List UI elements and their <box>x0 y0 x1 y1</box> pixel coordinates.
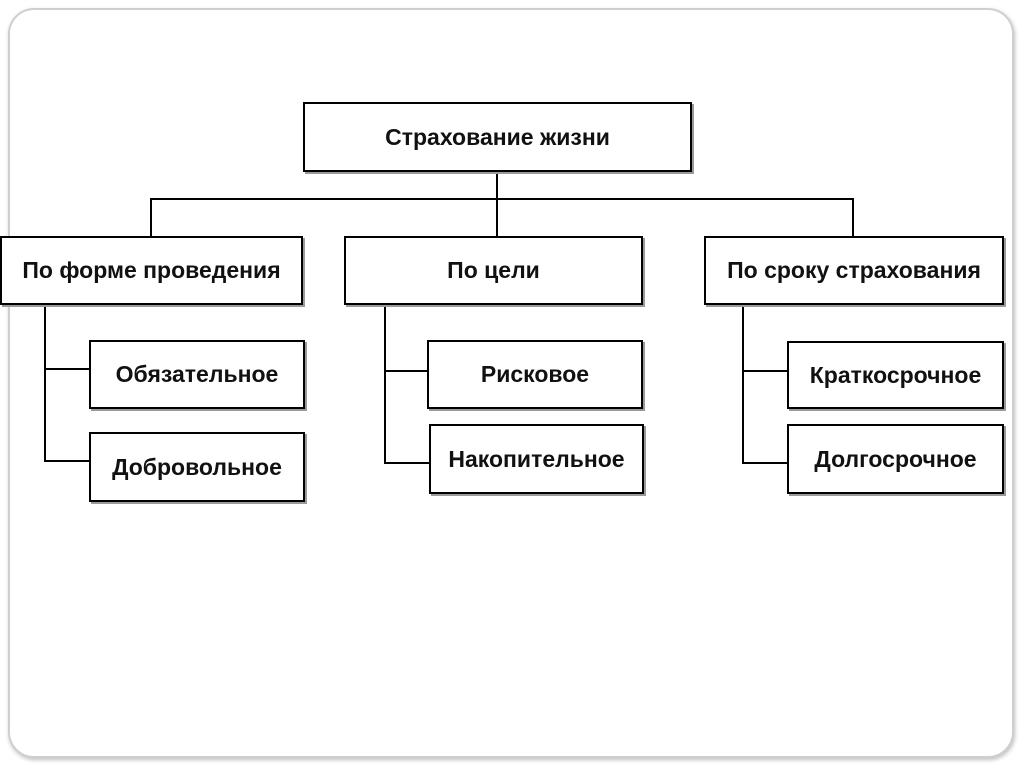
child-node-voluntary: Добровольное <box>89 432 305 502</box>
category-node-goal: По цели <box>344 236 643 305</box>
category-node-term-label: По сроку страхования <box>727 257 981 283</box>
category-3-drop-line <box>852 198 854 236</box>
child-node-risk: Рисковое <box>427 340 643 409</box>
child-node-mandatory: Обязательное <box>89 340 305 409</box>
category-node-form: По форме проведения <box>0 236 303 305</box>
child-2-2-connector <box>384 462 430 464</box>
child-node-long-term-label: Долгосрочное <box>814 445 977 472</box>
category-node-goal-label: По цели <box>447 257 540 283</box>
child-node-mandatory-label: Обязательное <box>115 361 279 387</box>
child-1-2-connector <box>44 460 90 462</box>
category-2-spine-line <box>384 305 386 463</box>
category-2-drop-line <box>496 198 498 236</box>
category-3-spine-line <box>742 305 744 464</box>
category-node-form-label: По форме проведения <box>22 257 281 283</box>
child-node-voluntary-label: Добровольное <box>112 453 282 480</box>
category-1-drop-line <box>150 198 152 236</box>
child-node-savings: Накопительное <box>429 424 644 494</box>
root-stem-line <box>496 172 498 199</box>
category-1-spine-line <box>44 305 46 461</box>
child-node-risk-label: Рисковое <box>480 361 590 387</box>
child-3-2-connector <box>742 462 788 464</box>
child-node-long-term: Долгосрочное <box>787 424 1004 494</box>
root-node-label: Страхование жизни <box>385 123 610 150</box>
root-node: Страхование жизни <box>303 102 692 172</box>
child-node-short-term-label: Краткосрочное <box>809 361 982 388</box>
child-2-1-connector <box>384 370 428 372</box>
child-node-savings-label: Накопительное <box>448 445 625 472</box>
child-3-1-connector <box>742 370 788 372</box>
child-1-1-connector <box>44 368 90 370</box>
category-bus-line <box>150 198 854 200</box>
child-node-short-term: Краткосрочное <box>787 341 1004 409</box>
category-node-term: По сроку страхования <box>704 236 1004 305</box>
